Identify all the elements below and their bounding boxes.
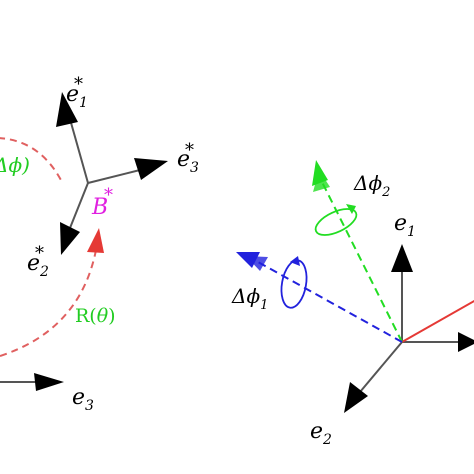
label-b-star: B	[91, 195, 108, 220]
label-e3-star: e3	[177, 147, 199, 176]
label-dphi1: Δϕ1	[231, 284, 268, 313]
e2-axis	[359, 341, 403, 393]
rotation-arrowhead	[87, 228, 104, 253]
rotation-label: R(θ)	[75, 305, 116, 327]
e3-star-arrowhead	[134, 158, 168, 180]
rotation-arc-top	[0, 137, 63, 183]
blue-arrowhead-2	[246, 256, 268, 271]
label-e1: e1	[394, 211, 416, 240]
label-e1-star: e1	[66, 82, 88, 111]
label-e3: e3	[72, 385, 94, 414]
b-star-frame	[56, 92, 168, 255]
e2-star-arrowhead	[60, 222, 80, 255]
label-e2-star: e2	[27, 251, 49, 280]
label-b-star-sup: *	[104, 185, 113, 206]
label-e1-star-sup: *	[74, 74, 83, 95]
e3-arrowhead	[34, 373, 64, 391]
green-rotation-loop	[314, 208, 358, 236]
green-loop-arrowhead	[346, 204, 356, 214]
blue-dashed-vector	[257, 261, 403, 343]
blue-rotation-loop	[280, 259, 308, 309]
blue-loop-arrowhead	[290, 256, 300, 266]
red-vector	[401, 299, 474, 343]
label-e2-star-sup: *	[35, 243, 44, 264]
e1-star-arrowhead	[56, 92, 78, 127]
e1-arrowhead	[391, 244, 413, 272]
green-arrowhead-2	[313, 170, 330, 192]
e2-arrowhead	[344, 382, 368, 413]
green-dashed-vector	[321, 181, 403, 343]
rotation-arc	[0, 249, 97, 357]
label-dphi2: Δϕ2	[353, 171, 390, 200]
label-e2: e2	[310, 419, 332, 448]
label-e3-star-sup: *	[185, 140, 194, 161]
phi-partial-label: Δϕ)	[0, 153, 30, 177]
e3-right-arrowhead	[458, 332, 474, 352]
